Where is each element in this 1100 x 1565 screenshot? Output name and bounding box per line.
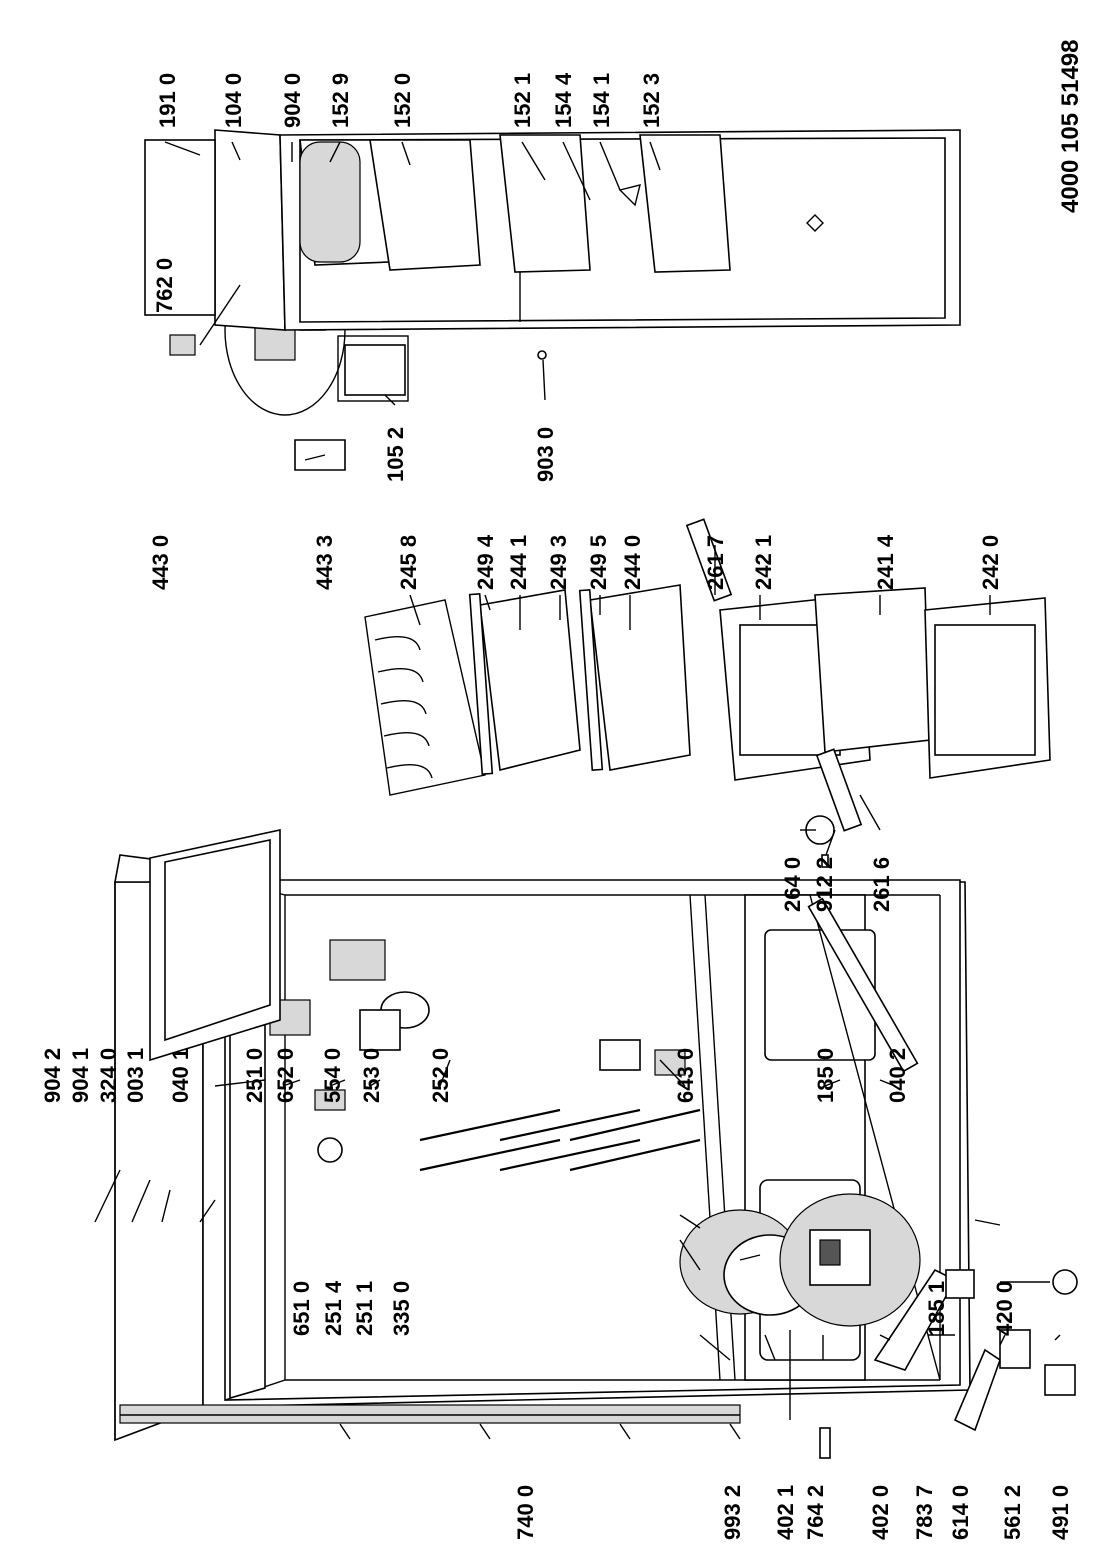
label-402-0: 402 0 — [868, 1485, 893, 1540]
label-554-0: 554 0 — [320, 1048, 345, 1103]
label-242-0: 242 0 — [978, 535, 1003, 590]
label-249-4: 249 4 — [473, 534, 498, 590]
label-152-3: 152 3 — [639, 73, 664, 128]
label-104-0: 104 0 — [221, 73, 246, 128]
label-783-7: 783 7 — [912, 1485, 937, 1540]
label-651-0: 651 0 — [289, 1281, 314, 1336]
label-261-6: 261 6 — [869, 857, 894, 912]
label-154-4: 154 4 — [551, 72, 576, 128]
document-number: 4000 105 51498 — [1057, 39, 1084, 213]
label-251-0: 251 0 — [242, 1048, 267, 1103]
label-251-4: 251 4 — [321, 1280, 346, 1336]
label-643-0: 643 0 — [673, 1048, 698, 1103]
label-904-0: 904 0 — [280, 73, 305, 128]
label-249-3: 249 3 — [546, 535, 571, 590]
label-324-0: 324 0 — [96, 1048, 121, 1103]
compressor-assembly — [679, 1193, 921, 1459]
part-labels: 191 0 104 0 904 0 152 9 152 0 152 1 154 … — [40, 72, 1073, 1540]
label-904-2: 904 2 — [40, 1048, 65, 1103]
label-443-0: 443 0 — [148, 535, 173, 590]
electrical-parts — [945, 1269, 1078, 1396]
label-912-2: 912 2 — [812, 857, 837, 912]
label-185-1: 185 1 — [924, 1281, 949, 1336]
label-251-1: 251 1 — [352, 1281, 377, 1336]
label-402-1: 402 1 — [773, 1485, 798, 1540]
wire-shelf — [364, 599, 486, 796]
label-152-0: 152 0 — [390, 73, 415, 128]
label-244-1: 244 1 — [506, 535, 531, 590]
label-491-0: 491 0 — [1048, 1485, 1073, 1540]
label-185-0: 185 0 — [813, 1048, 838, 1103]
kick-rails — [807, 897, 1001, 1432]
leader-lines — [94, 141, 1061, 1361]
label-242-1: 242 1 — [751, 535, 776, 590]
label-249-5: 249 5 — [586, 535, 611, 590]
label-003-1: 003 1 — [123, 1048, 148, 1103]
label-040-2: 040 2 — [885, 1048, 910, 1103]
label-443-3: 443 3 — [312, 535, 337, 590]
label-253-0: 253 0 — [359, 1048, 384, 1103]
label-252-0: 252 0 — [428, 1048, 453, 1103]
label-152-9: 152 9 — [328, 73, 353, 128]
label-264-0: 264 0 — [780, 857, 805, 912]
label-040-1: 040 1 — [168, 1048, 193, 1103]
label-335-0: 335 0 — [389, 1281, 414, 1336]
label-105-2: 105 2 — [383, 427, 408, 482]
label-764-2: 764 2 — [803, 1485, 828, 1540]
label-762-0: 762 0 — [152, 258, 177, 313]
label-740-0: 740 0 — [513, 1485, 538, 1540]
label-561-2: 561 2 — [1000, 1485, 1025, 1540]
label-261-7: 261 7 — [703, 535, 728, 590]
label-993-2: 993 2 — [720, 1485, 745, 1540]
label-152-1: 152 1 — [510, 73, 535, 128]
label-614-0: 614 0 — [948, 1485, 973, 1540]
label-241-4: 241 4 — [873, 534, 898, 590]
label-420-0: 420 0 — [992, 1281, 1017, 1336]
label-245-8: 245 8 — [396, 535, 421, 590]
label-154-1: 154 1 — [589, 73, 614, 128]
label-903-0: 903 0 — [533, 427, 558, 482]
label-904-1: 904 1 — [68, 1048, 93, 1103]
refrigerator-door — [144, 129, 961, 396]
label-191-0: 191 0 — [155, 73, 180, 128]
heater-coil — [119, 1404, 741, 1440]
refrigerator-cabinet — [114, 829, 971, 1442]
label-244-0: 244 0 — [620, 535, 645, 590]
shelf-rails — [419, 1108, 701, 1172]
shelves-and-drawers — [364, 518, 1051, 868]
label-652-0: 652 0 — [273, 1048, 298, 1103]
